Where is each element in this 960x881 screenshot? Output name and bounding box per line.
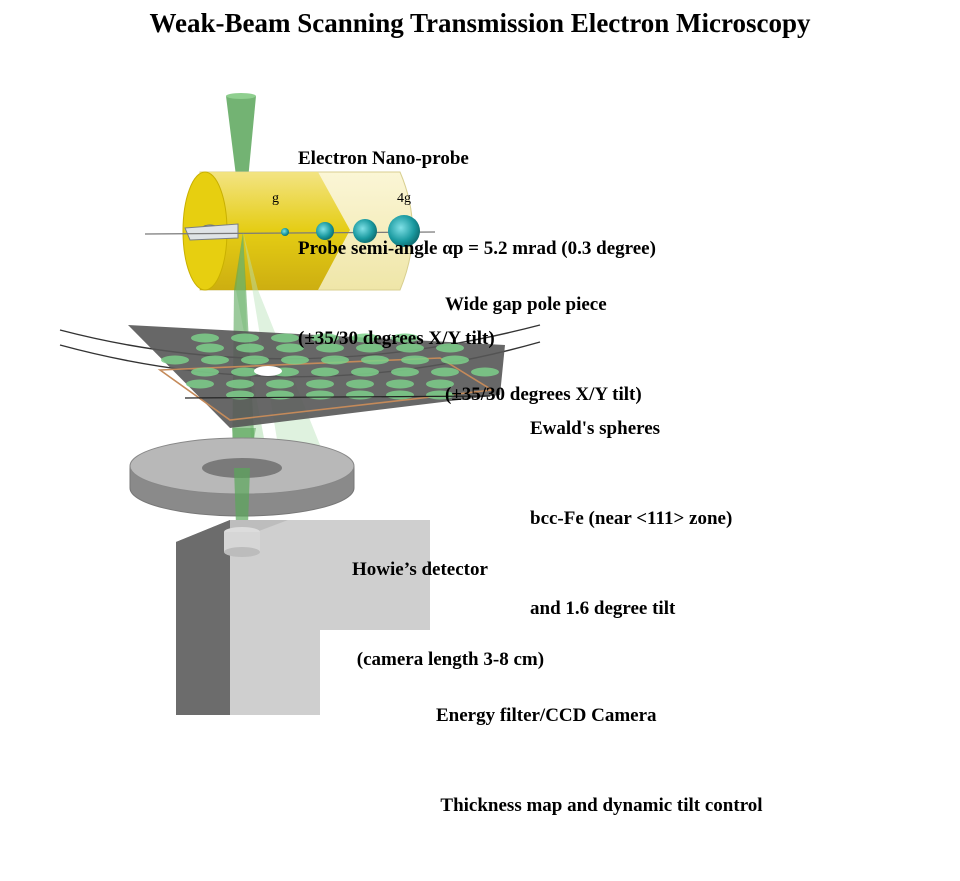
reflection-g: [281, 228, 289, 236]
diffracted-beam-outer: [243, 232, 330, 470]
lattice-spot: [186, 379, 214, 389]
lattice-spot: [386, 390, 414, 400]
diagram-stage: Weak-Beam Scanning Transmission Electron…: [59, 8, 811, 816]
lattice-spot: [351, 333, 379, 343]
howie-detector: [129, 437, 355, 525]
lattice-spot: [311, 367, 339, 377]
lattice-spot: [281, 355, 309, 365]
probe-cone-top: [226, 93, 256, 99]
reflection-4g-label: 4g: [397, 191, 411, 206]
lattice-spot: [401, 355, 429, 365]
probe-cone: [226, 96, 256, 232]
reciprocal-axis: [144, 231, 436, 235]
reflection-4g: [388, 215, 420, 247]
lattice-spot: [161, 355, 189, 365]
ccd-camera: [176, 520, 430, 715]
lattice-spot: [276, 343, 304, 353]
probe-line-3: (±35/30 degrees X/Y tilt): [298, 328, 495, 349]
lattice-spot: [306, 379, 334, 389]
page-title: Weak-Beam Scanning Transmission Electron…: [149, 8, 811, 38]
reflection-g-label: g: [272, 191, 279, 206]
detector-line-1: Howie’s detector: [352, 559, 488, 580]
lattice-spot: [196, 343, 224, 353]
microscope-diagram: [59, 93, 541, 715]
ewald-label: Ewald's spheres bcc-Fe (near <111> zone)…: [530, 354, 732, 684]
ewald-line-3: and 1.6 degree tilt: [530, 598, 676, 619]
lattice-spot: [346, 379, 374, 389]
lattice-spot: [471, 367, 499, 377]
camera-label: Energy filter/CCD Camera Thickness map a…: [436, 641, 763, 881]
lattice-spot: [391, 367, 419, 377]
pole-piece-label: Wide gap pole piece (±35/30 degrees X/Y …: [445, 230, 642, 470]
lattice-spot: [226, 379, 254, 389]
ewald-line-1: Ewald's spheres: [530, 418, 661, 439]
lattice-spot: [321, 355, 349, 365]
lattice-spot: [391, 333, 419, 343]
detector-label: Howie’s detector (camera length 3-8 cm): [352, 495, 544, 735]
lattice-spot: [436, 343, 464, 353]
lattice-spot: [271, 333, 299, 343]
lattice-spot: [396, 343, 424, 353]
pole-piece-line-2: (±35/30 degrees X/Y tilt): [445, 384, 642, 405]
camera-line-1: Energy filter/CCD Camera: [436, 705, 657, 726]
probe-line-2: Probe semi-angle αp = 5.2 mrad (0.3 degr…: [298, 238, 656, 259]
lattice-spot: [231, 367, 259, 377]
lattice-spot: [241, 355, 269, 365]
pole-piece: [182, 171, 413, 291]
camera-line-2: Thickness map and dynamic tilt control: [436, 795, 763, 816]
lattice-spot: [311, 333, 339, 343]
lattice-spot: [266, 379, 294, 389]
lattice-spot: [266, 390, 294, 400]
probe-line-1: Electron Nano-probe: [298, 148, 469, 169]
lattice-spot: [191, 367, 219, 377]
lattice-spot: [236, 343, 264, 353]
lattice-spot: [191, 333, 219, 343]
ewald-line-2: bcc-Fe (near <111> zone): [530, 508, 733, 529]
lattice-spot: [386, 379, 414, 389]
lattice-spot: [351, 367, 379, 377]
lattice-spot: [231, 333, 259, 343]
plate-axis: [184, 395, 491, 399]
lattice-spot: [356, 343, 384, 353]
pole-piece-line-1: Wide gap pole piece: [445, 294, 607, 315]
lattice-spot: [431, 367, 459, 377]
lattice-spot: [426, 390, 454, 400]
zero-order-spot: [254, 366, 282, 376]
lattice-spot: [361, 355, 389, 365]
lattice-spot: [441, 355, 469, 365]
lattice-spot: [426, 379, 454, 389]
detector-line-2: (camera length 3-8 cm): [352, 649, 545, 670]
lattice-spot: [201, 355, 229, 365]
reflection-3g: [353, 219, 377, 243]
lattice-spot: [316, 343, 344, 353]
reflection-2g: [316, 222, 334, 240]
probe-label: Electron Nano-probe Probe semi-angle αp …: [298, 84, 656, 414]
